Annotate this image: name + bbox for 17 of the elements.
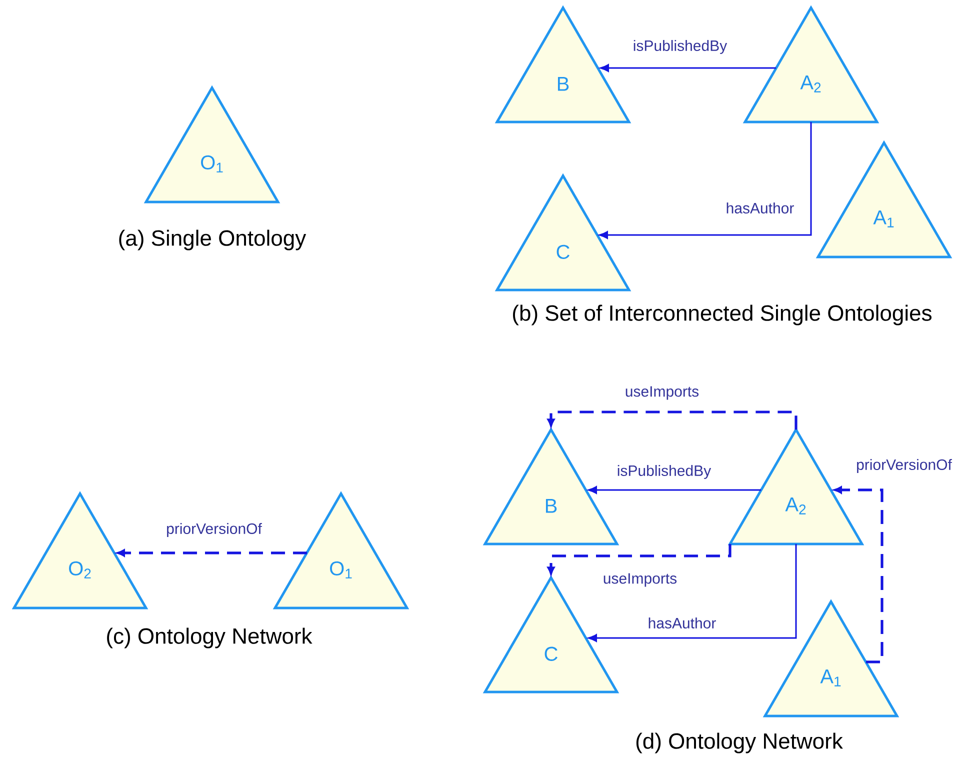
arrow [588,486,761,494]
caption: (c) Ontology Network [107,628,312,648]
caption: (d) Ontology Network [636,732,843,754]
arrow [547,410,798,430]
arrow [599,122,812,239]
caption: (b) Set of Interconnected Single Ontologies [513,304,932,326]
arrow [117,549,307,557]
edge-label: hasAuthor [646,616,718,630]
arrow [588,544,797,642]
edge-label: priorVersionOf [165,522,263,538]
edge-label: useImports [624,385,700,401]
edge-label: hasAuthor [724,201,796,214]
arrow [547,544,732,575]
arrow [834,486,884,664]
caption: (a) Single Ontology [119,230,306,250]
arrow [600,64,776,72]
edge-label: isPublishedBy [632,39,728,55]
